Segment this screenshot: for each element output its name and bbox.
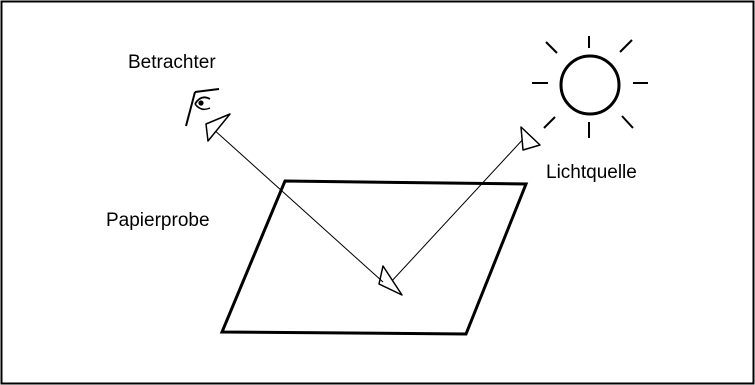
incident-ray-head-arrow <box>378 265 403 296</box>
incident-ray-tail-arrow <box>520 126 541 151</box>
incident-ray <box>378 126 541 296</box>
sun-icon <box>532 36 648 138</box>
observer-label: Betrachter <box>128 52 216 73</box>
reflected-ray <box>205 113 384 283</box>
paper-sample-shape <box>219 179 529 336</box>
reflected-ray-head-arrow <box>205 113 231 142</box>
paper-sample-label: Papierprobe <box>106 210 210 231</box>
light-source-label: Lichtquelle <box>546 162 637 183</box>
eye-icon <box>185 88 220 127</box>
